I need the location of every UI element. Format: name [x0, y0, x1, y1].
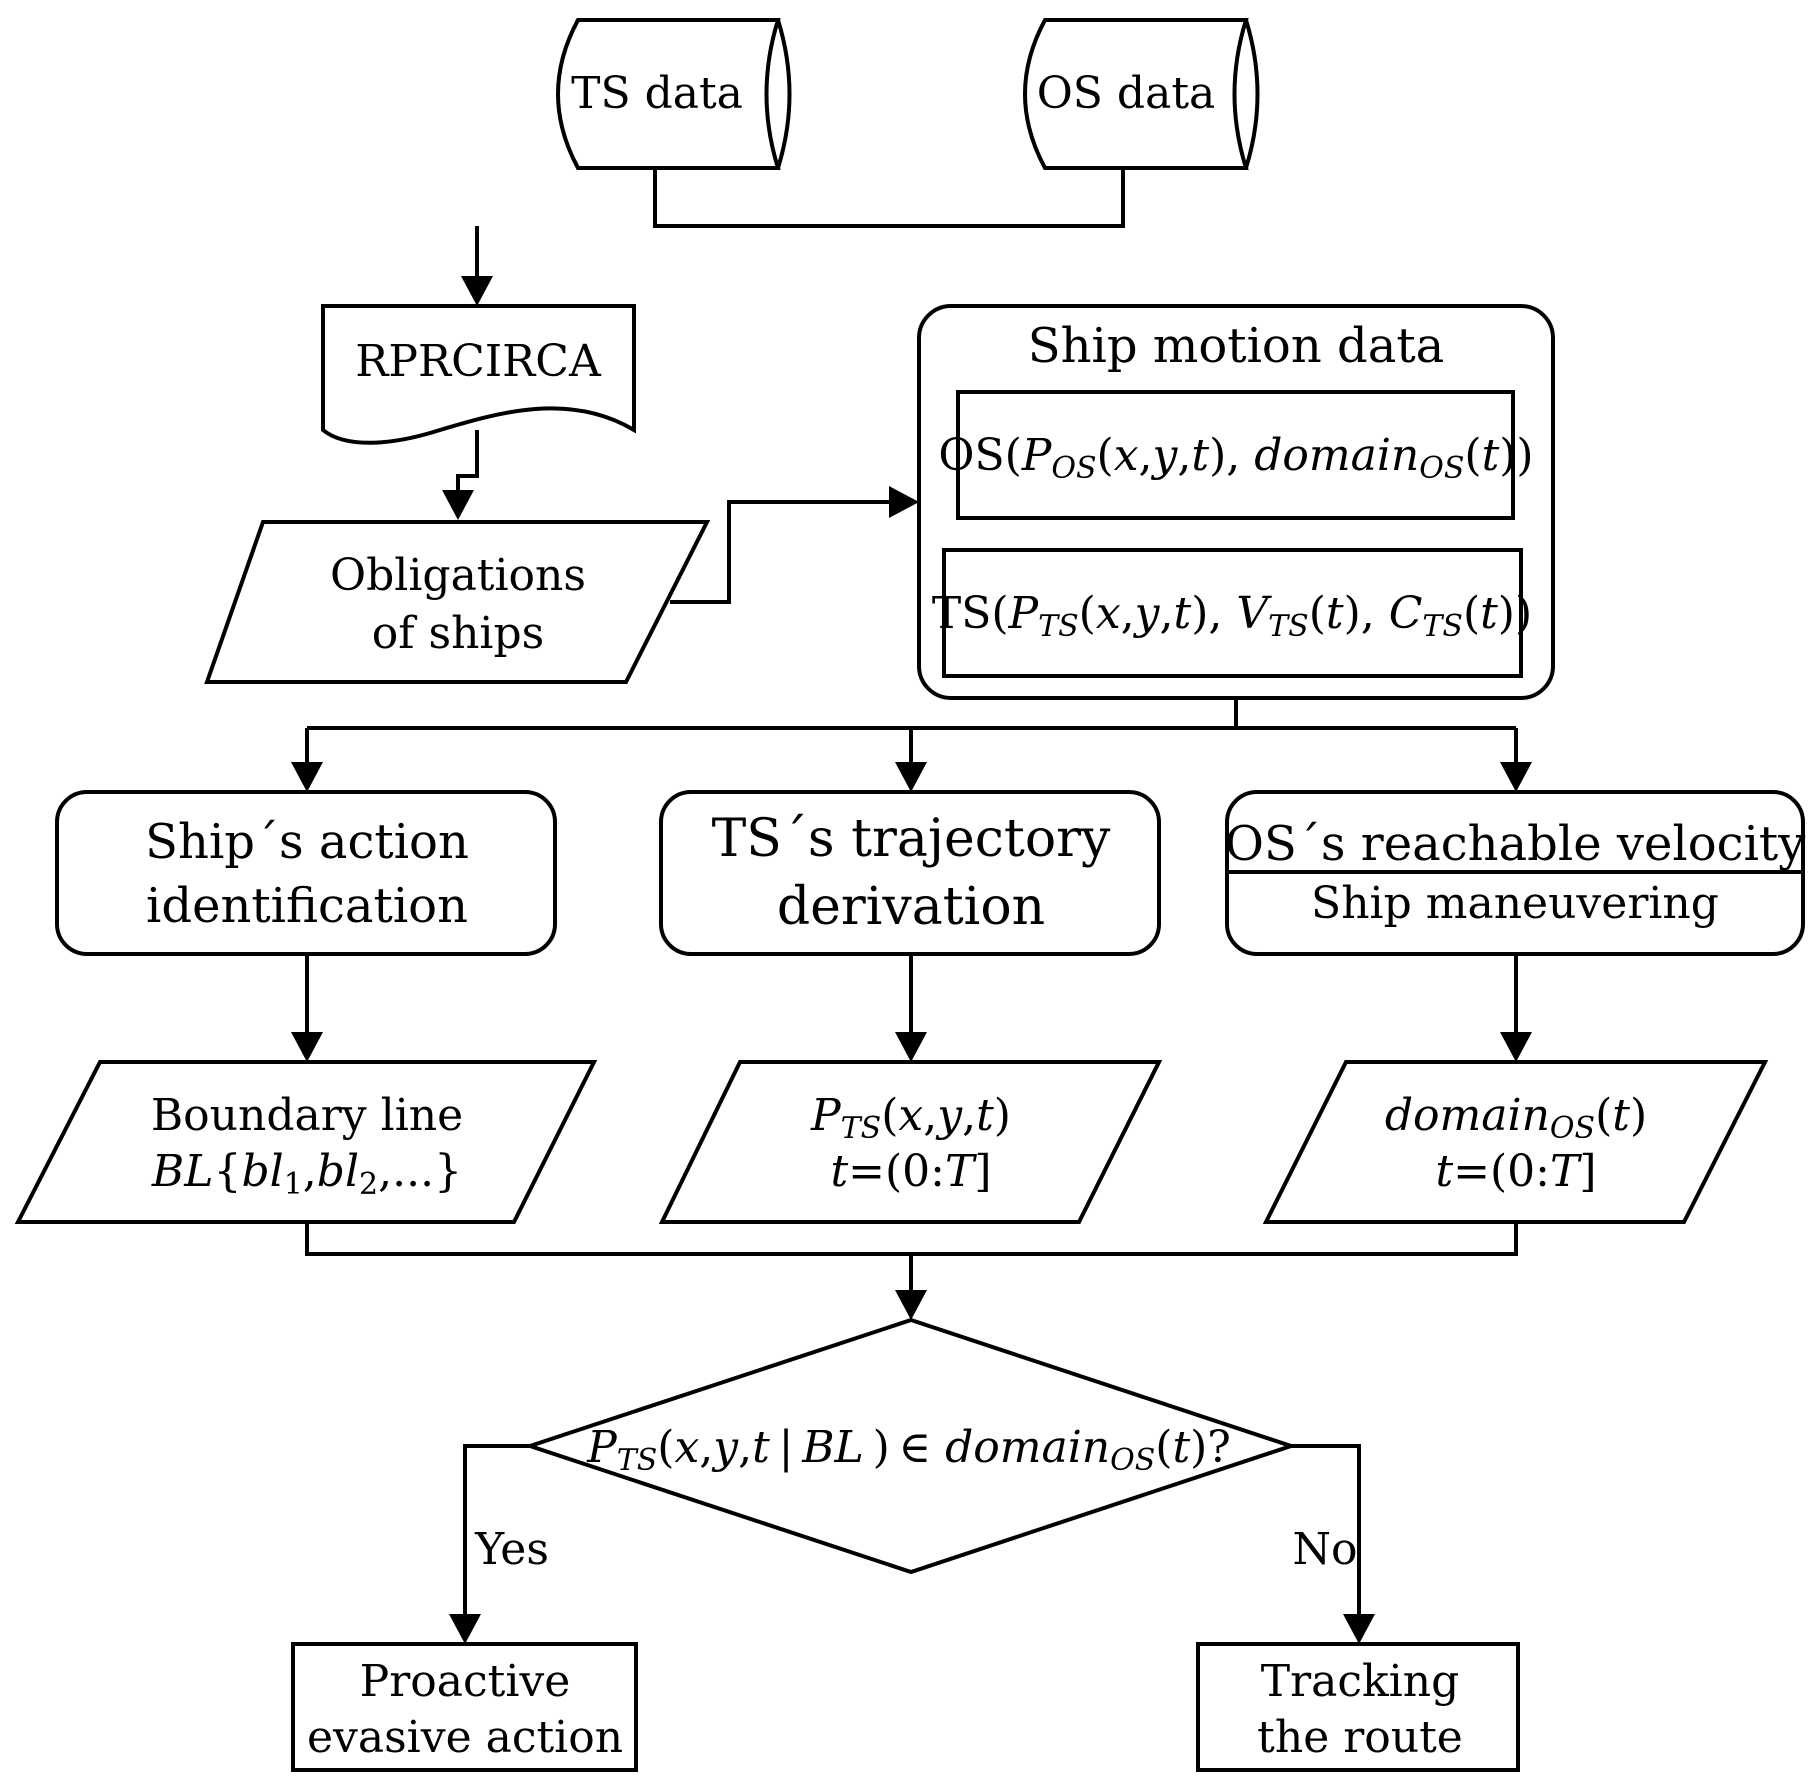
- arrowhead: [1500, 762, 1532, 792]
- edge-label-no: No: [1293, 1524, 1358, 1575]
- ship-motion-title: Ship motion data: [1028, 318, 1445, 374]
- rprcirca-node: RPRCIRCA: [321, 304, 636, 445]
- ts-data-label: TS data: [571, 68, 743, 119]
- arrowhead: [1500, 1032, 1532, 1062]
- os-data-label: OS data: [1037, 68, 1216, 119]
- arrowhead: [1343, 1614, 1375, 1644]
- trajectory-derivation-line2: derivation: [777, 877, 1045, 937]
- domain-output-line2: t=(0:T]: [1435, 1146, 1596, 1197]
- connector-no: [1291, 1444, 1361, 1614]
- domain-output-line1: domainOS(t): [1385, 1090, 1647, 1146]
- tracking-route-line2: the route: [1257, 1712, 1463, 1763]
- os-state-box: [956, 390, 1515, 520]
- trajectory-output-line2: t=(0:T]: [830, 1146, 991, 1197]
- connector-merge: [305, 1222, 1518, 1256]
- action-identification-line2: identification: [146, 878, 468, 934]
- os-data-node: OS data: [1023, 18, 1260, 170]
- arrowhead: [291, 1032, 323, 1062]
- arrowhead: [291, 762, 323, 792]
- connector-yes: [463, 1444, 530, 1614]
- obligations-node: Obligations of ships: [204, 520, 711, 684]
- decision-node: PTS(x,y,t | BL ) ∈ domainOS(t)?: [523, 1317, 1298, 1575]
- edge-label-yes: Yes: [474, 1524, 549, 1575]
- connector-to-obligations: [456, 430, 479, 490]
- boundary-line-node: Boundary line BL{bl1,bl2,...}: [14, 1060, 598, 1224]
- ts-state-box: [942, 548, 1523, 678]
- boundary-line-line2: BL{bl1,bl2,...}: [151, 1146, 462, 1202]
- reachable-velocity-node: OS´s reachable velocity Ship maneuvering: [1225, 790, 1806, 956]
- arrowhead: [895, 1290, 927, 1320]
- proactive-action-line1: Proactive: [360, 1656, 571, 1707]
- os-state-text: OS(POS(x,y,t), domainOS(t)): [938, 430, 1533, 486]
- domain-output-node: domainOS(t) t=(0:T]: [1262, 1060, 1769, 1224]
- decision-condition: PTS(x,y,t | BL ) ∈ domainOS(t)?: [586, 1422, 1231, 1478]
- tracking-route-node: Tracking the route: [1196, 1642, 1520, 1772]
- boundary-line-line1: Boundary line: [151, 1090, 463, 1141]
- ts-state-text: TS(PTS(x,y,t), VTS(t), CTS(t)): [932, 588, 1532, 644]
- obligations-line2: of ships: [372, 608, 545, 659]
- arrowhead: [461, 276, 493, 306]
- action-identification-node: Ship´s action identification: [55, 790, 557, 956]
- arrowhead: [895, 762, 927, 792]
- connector-data-merge: [653, 168, 1125, 228]
- trajectory-output-node: PTS(x,y,t) t=(0:T]: [658, 1060, 1163, 1224]
- tracking-route-line1: Tracking: [1261, 1656, 1460, 1707]
- arrowhead: [895, 1032, 927, 1062]
- arrowhead: [889, 486, 919, 518]
- action-identification-line1: Ship´s action: [145, 814, 469, 870]
- obligations-line1: Obligations: [330, 550, 586, 601]
- reachable-velocity-title: OS´s reachable velocity: [1225, 816, 1806, 872]
- ts-data-node: TS data: [556, 18, 792, 170]
- connectors: [291, 168, 1532, 1644]
- trajectory-derivation-node: TS´s trajectory derivation: [659, 790, 1161, 956]
- proactive-action-line2: evasive action: [307, 1712, 623, 1763]
- ship-maneuvering-subtitle: Ship maneuvering: [1311, 878, 1719, 929]
- rprcirca-label: RPRCIRCA: [355, 336, 602, 387]
- arrowhead: [449, 1614, 481, 1644]
- trajectory-output-line1: PTS(x,y,t): [810, 1090, 1011, 1146]
- ship-motion-node: Ship motion data OS(POS(x,y,t), domainOS…: [917, 304, 1555, 700]
- connector-to-ship-motion: [670, 500, 889, 604]
- trajectory-derivation-line1: TS´s trajectory: [712, 809, 1111, 869]
- arrowhead: [442, 490, 474, 520]
- proactive-action-node: Proactive evasive action: [291, 1642, 638, 1772]
